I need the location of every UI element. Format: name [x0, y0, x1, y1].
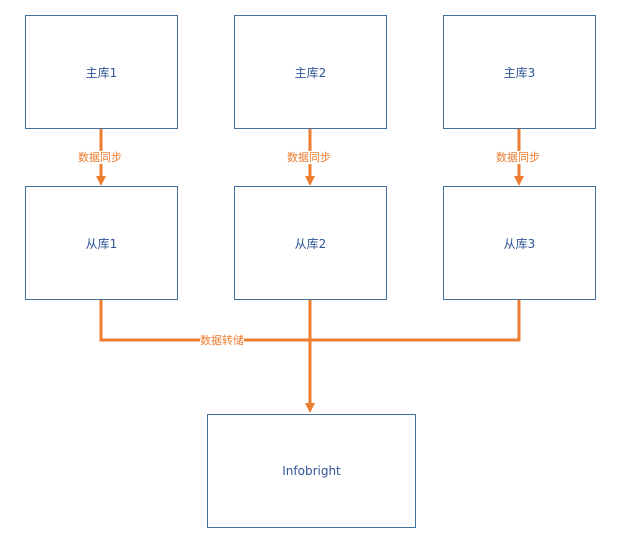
- sync-label-2: 数据同步: [287, 151, 331, 164]
- master-db-3-label: 主库3: [503, 65, 536, 80]
- slave-db-1-label: 从库1: [85, 236, 118, 251]
- sync-arrow-1-head: [96, 176, 106, 186]
- slave-db-3: 从库3: [443, 186, 596, 300]
- sync-label-1: 数据同步: [78, 151, 122, 164]
- infobright-db-label: Infobright: [282, 464, 341, 478]
- slave-db-3-label: 从库3: [503, 236, 536, 251]
- dump-label: 数据转储: [200, 334, 244, 347]
- slave-db-2: 从库2: [234, 186, 387, 300]
- dump-line-3: [310, 299, 521, 342]
- dump-arrow-head: [305, 403, 315, 413]
- master-db-1: 主库1: [25, 15, 178, 129]
- sync-label-3: 数据同步: [496, 151, 540, 164]
- master-db-1-label: 主库1: [85, 65, 118, 80]
- master-db-3: 主库3: [443, 15, 596, 129]
- master-db-2-label: 主库2: [294, 65, 327, 80]
- master-db-2: 主库2: [234, 15, 387, 129]
- slave-db-1: 从库1: [25, 186, 178, 300]
- slave-db-2-label: 从库2: [294, 236, 327, 251]
- infobright-db: Infobright: [207, 414, 416, 528]
- sync-arrow-2-head: [305, 176, 315, 186]
- sync-arrow-3-head: [514, 176, 524, 186]
